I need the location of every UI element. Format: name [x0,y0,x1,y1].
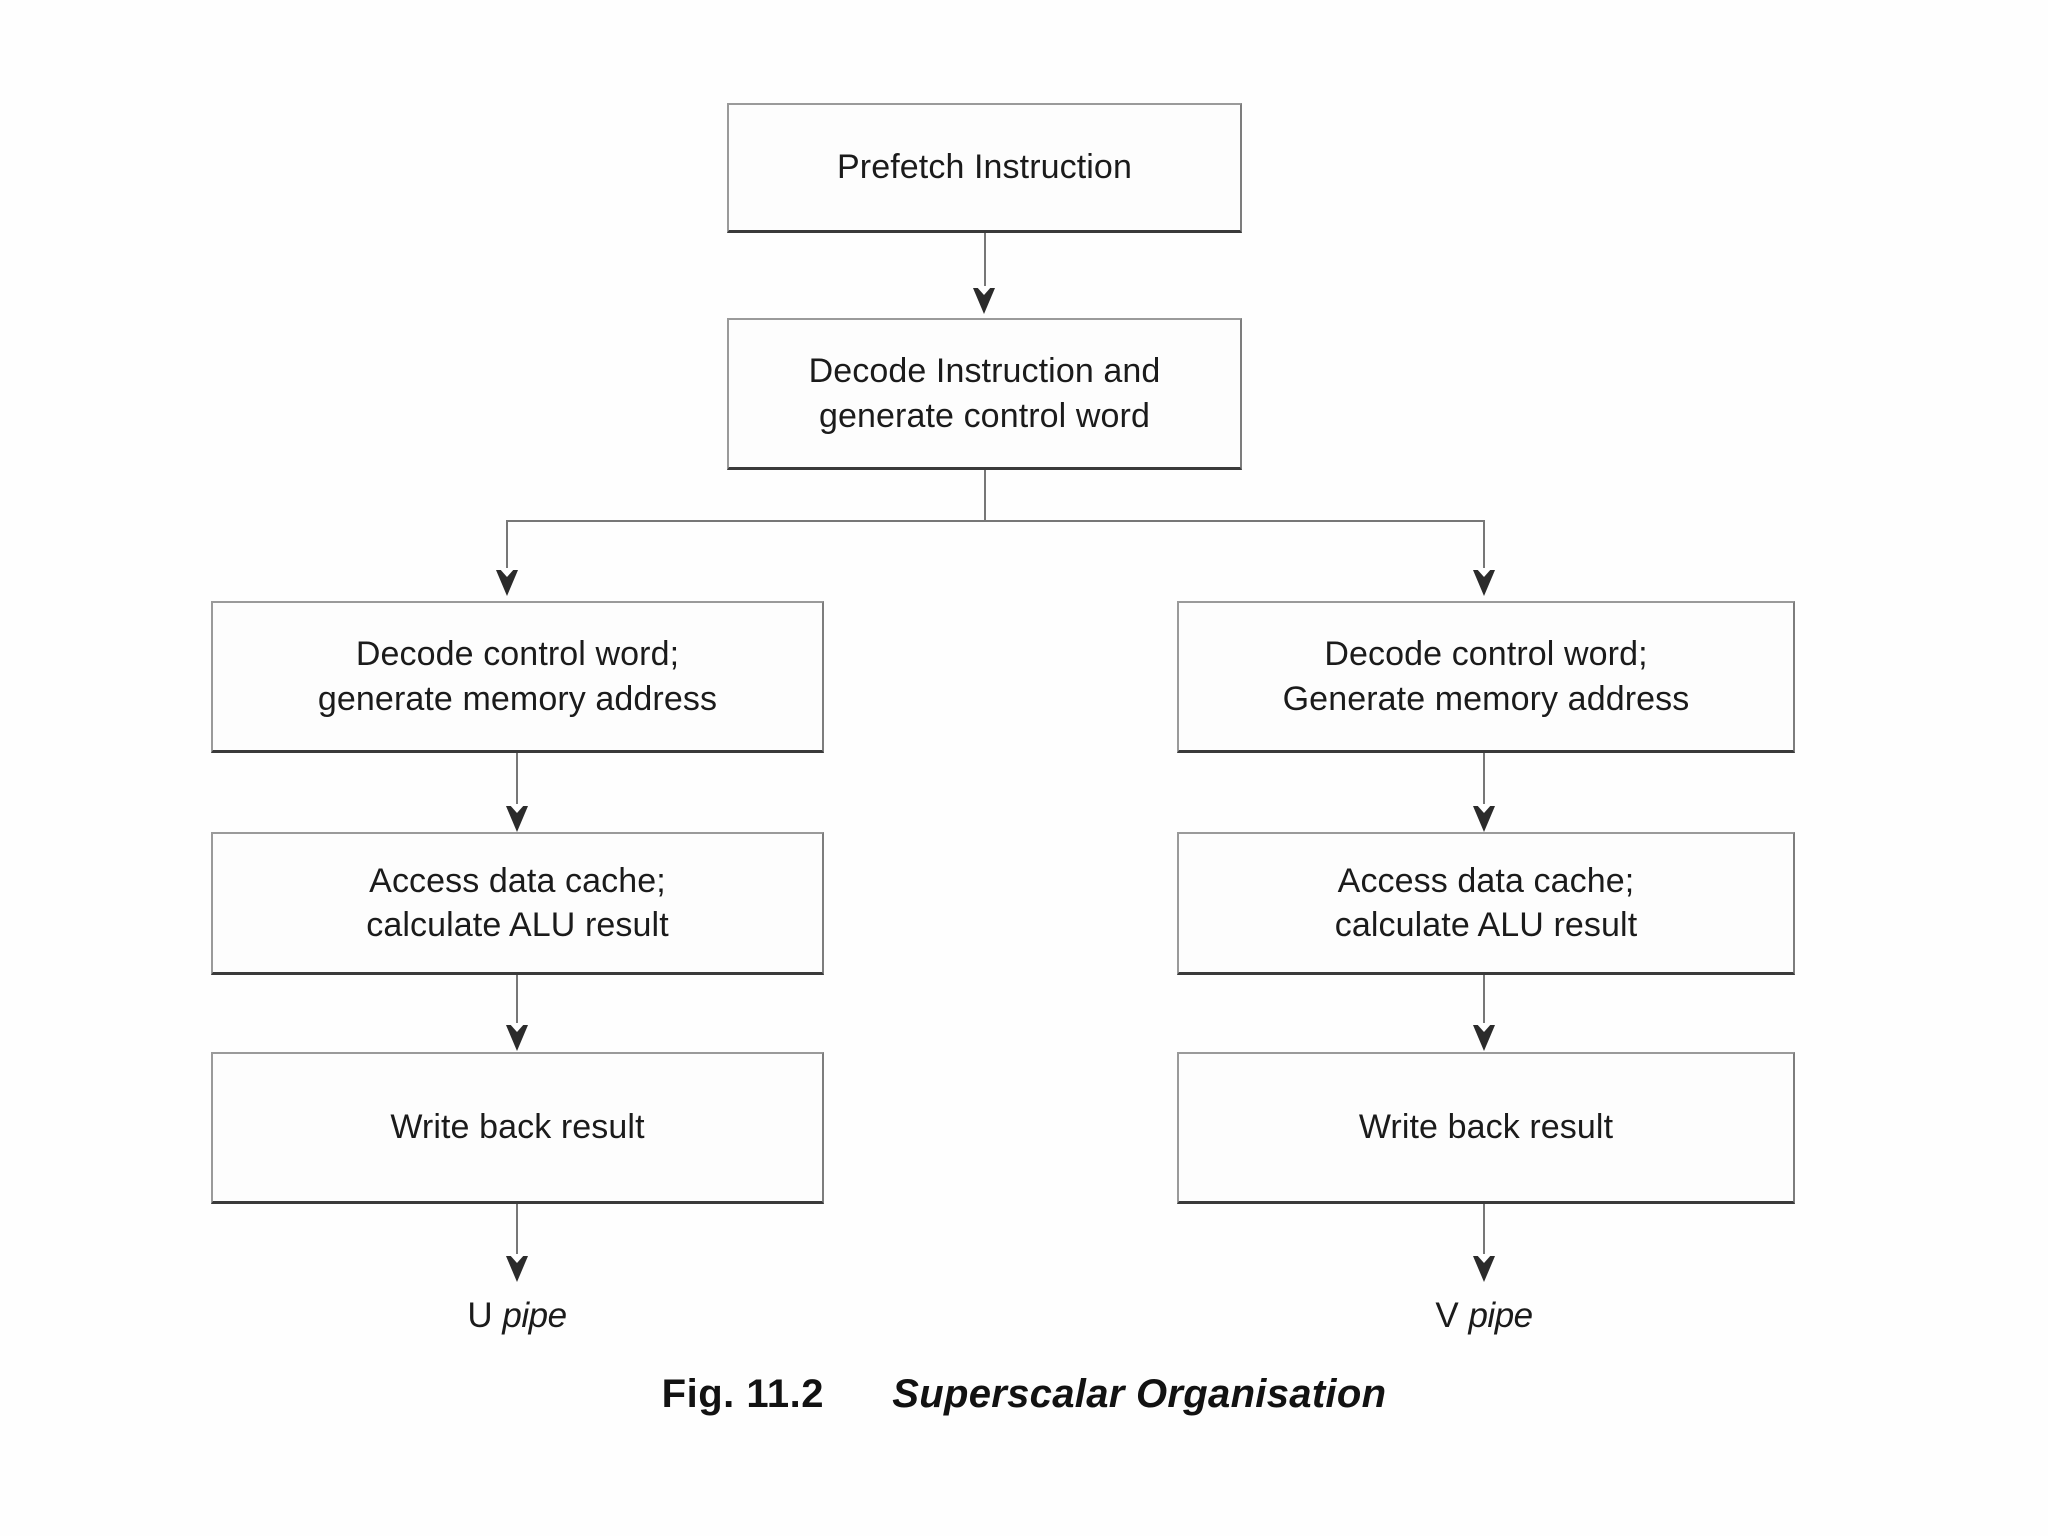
label-u-pipe-word: pipe [502,1296,567,1335]
arrowhead-u-access-to-write [506,1023,528,1051]
arrowhead-prefetch-to-decode [973,286,995,314]
label-v-pipe-prefix: V [1435,1296,1459,1335]
connector-v-access-to-write [1483,975,1485,1027]
arrowhead-u-write-to-pipe [506,1254,528,1282]
connector-fork-left-drop [506,520,508,572]
node-u-decode-control-word-line-2: generate memory address [317,679,718,718]
figure-title: Superscalar Organisation [892,1372,1387,1416]
connector-decode-fork-stem [984,470,986,522]
figure-caption: Fig. 11.2 Superscalar Organisation [0,1372,2048,1417]
node-prefetch-instruction-line-1: Prefetch Instruction [837,148,1132,187]
connector-prefetch-to-decode [984,233,986,290]
node-u-decode-control-word: Decode control word; generate memory add… [211,601,824,753]
arrowhead-v-write-to-pipe [1473,1254,1495,1282]
node-decode-instruction: Decode Instruction and generate control … [727,318,1242,470]
label-v-pipe: V pipe [1435,1296,1533,1336]
label-u-pipe: U pipe [467,1296,567,1336]
node-u-write-back-result-line-1: Write back result [390,1108,645,1147]
label-v-pipe-word: pipe [1468,1296,1533,1335]
connector-u-access-to-write [516,975,518,1027]
connector-v-write-to-pipe [1483,1204,1485,1258]
connector-fork-right-drop [1483,520,1485,572]
node-v-write-back-result: Write back result [1177,1052,1795,1204]
node-u-access-data-cache: Access data cache; calculate ALU result [211,832,824,975]
node-v-access-data-cache-line-2: calculate ALU result [1334,906,1638,944]
node-decode-instruction-line-1: Decode Instruction and [808,352,1161,391]
node-u-decode-control-word-line-1: Decode control word; [355,635,680,674]
node-v-decode-control-word-line-1: Decode control word; [1324,635,1648,674]
node-u-access-data-cache-line-1: Access data cache; [369,861,666,900]
node-v-write-back-result-line-1: Write back result [1358,1108,1614,1147]
node-u-write-back-result: Write back result [211,1052,824,1204]
arrowhead-v-access-to-write [1473,1023,1495,1051]
connector-v-decode-to-access [1483,753,1485,808]
label-u-pipe-prefix: U [467,1296,493,1335]
figure-number: Fig. 11.2 [661,1372,825,1416]
node-v-access-data-cache: Access data cache; calculate ALU result [1177,832,1795,975]
node-decode-instruction-line-2: generate control word [819,396,1150,435]
connector-u-decode-to-access [516,753,518,808]
arrowhead-fork-to-u-decode [496,568,518,596]
connector-decode-fork-bar [506,520,1484,522]
connector-u-write-to-pipe [516,1204,518,1258]
node-v-decode-control-word-line-2: Generate memory address [1282,679,1690,718]
arrowhead-fork-to-v-decode [1473,568,1495,596]
arrowhead-u-decode-to-access [506,804,528,832]
node-v-decode-control-word: Decode control word; Generate memory add… [1177,601,1795,753]
arrowhead-v-decode-to-access [1473,804,1495,832]
node-prefetch-instruction: Prefetch Instruction [727,103,1242,233]
node-v-access-data-cache-line-1: Access data cache; [1337,861,1635,900]
node-u-access-data-cache-line-2: calculate ALU result [366,906,669,944]
